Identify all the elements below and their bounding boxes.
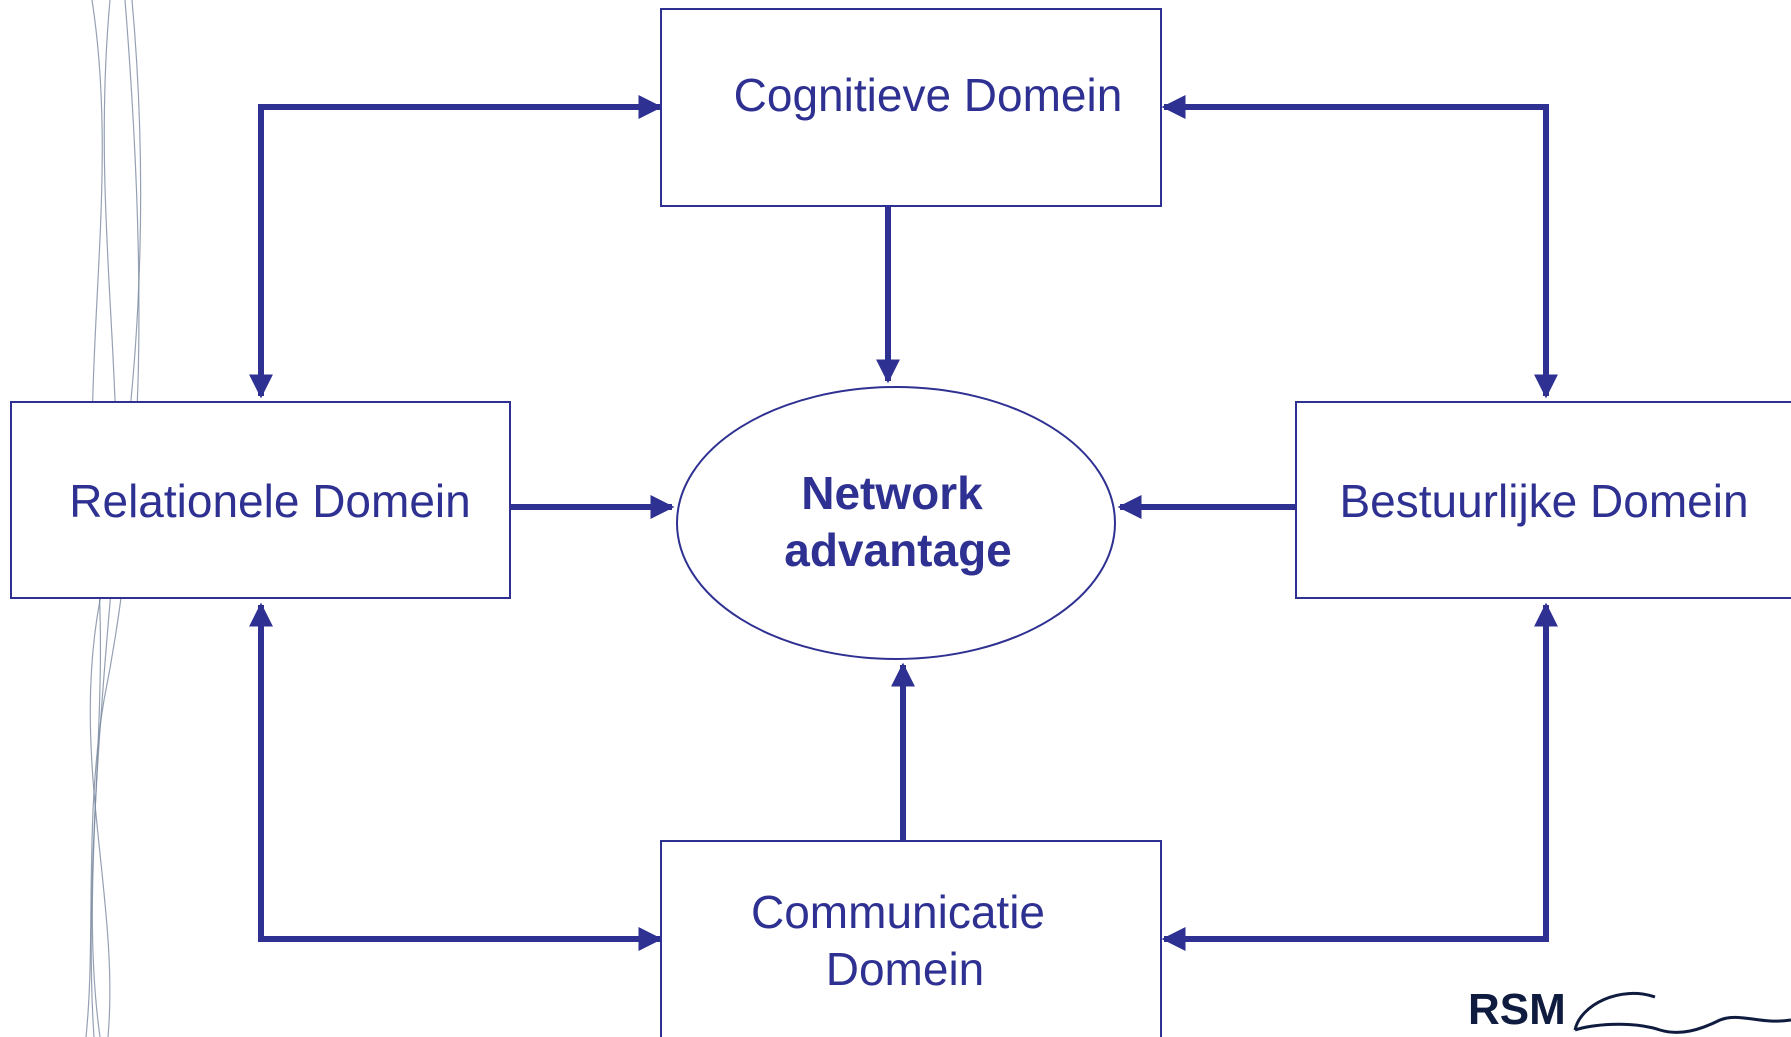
node-relational-label: Relationele Domein: [69, 475, 470, 527]
arrow-cognitive-relational: [249, 95, 663, 399]
node-communication-label-line2: Domein: [826, 943, 985, 995]
rsm-logo: RSM: [1468, 985, 1791, 1034]
node-relational: Relationele Domein: [10, 401, 511, 599]
connectors: [249, 95, 1558, 951]
arrow-communication-relational: [249, 602, 663, 951]
logo-text: RSM: [1468, 985, 1566, 1034]
arrow-cognitive-governance: [1161, 95, 1558, 399]
node-governance-label: Bestuurlijke Domein: [1339, 475, 1748, 527]
node-center: Network advantage: [676, 386, 1116, 660]
signature-swoosh-icon: [1573, 991, 1791, 1034]
node-cognitive: Cognitieve Domein: [660, 8, 1162, 207]
node-cognitive-label: Cognitieve Domein: [734, 69, 1123, 121]
arrow-communication-governance: [1161, 602, 1558, 951]
center-label-line2: advantage: [784, 524, 1012, 576]
node-governance: Bestuurlijke Domein: [1295, 401, 1791, 599]
node-communication-label-line1: Communicatie: [751, 886, 1045, 938]
deco-line-4: [85, 0, 140, 1037]
center-label-line1: Network: [801, 467, 983, 519]
node-communication: Communicatie Domein: [660, 840, 1162, 1037]
